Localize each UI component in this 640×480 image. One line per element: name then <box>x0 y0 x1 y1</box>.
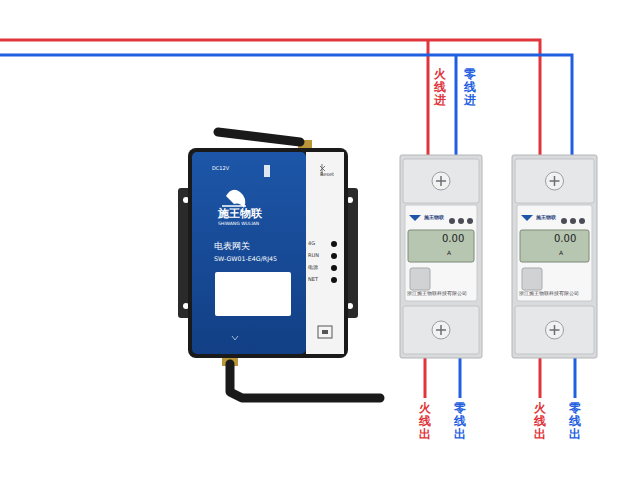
top-terminal <box>515 159 594 203</box>
meter-body <box>512 155 597 358</box>
device-text: 施王物联 <box>536 215 556 221</box>
screw-slot <box>550 325 560 335</box>
device-text: 施王物联 <box>424 215 444 221</box>
wire-label: 火线出 <box>419 402 431 442</box>
live-wire <box>0 40 540 158</box>
meter-button <box>449 218 455 224</box>
terminal-screw <box>432 172 450 190</box>
wire-label: 火线进 <box>434 68 446 108</box>
device-text: 0.00 <box>554 233 576 244</box>
top-terminal <box>403 159 479 203</box>
device-text: A <box>447 250 451 257</box>
brand-logo <box>409 215 421 221</box>
device-text: 电表网关 <box>214 242 250 252</box>
side-panel <box>306 152 344 354</box>
wire-label: 零线出 <box>454 402 466 442</box>
device-text: 浙江施王物联科技有限公司 <box>407 291 467 297</box>
led-window <box>410 268 430 290</box>
wire-label: 零线出 <box>569 402 581 442</box>
energy-meter: 施王物联 0.00A 浙江施王物联科技有限公司 <box>400 155 482 358</box>
device-text: Reset <box>320 172 334 178</box>
device-text: DC12V <box>212 166 229 172</box>
device-text: 施王物联 <box>218 208 262 220</box>
device-text: RUN <box>308 253 319 259</box>
neutral-wire <box>455 55 458 158</box>
device-text: SW-GW01-E4G/RJ45 <box>214 256 277 263</box>
bottom-terminal <box>515 306 594 354</box>
wire-label: 火线出 <box>534 402 546 442</box>
meter-illustration <box>400 155 482 358</box>
front-panel <box>517 205 592 301</box>
front-panel <box>192 152 306 354</box>
screw-slot <box>436 325 446 335</box>
device-text: 0.00 <box>442 233 464 244</box>
device-text: A <box>559 250 563 257</box>
live-wire <box>539 355 542 398</box>
meter-button <box>458 218 464 224</box>
antenna-rod <box>218 132 300 142</box>
neutral-wire <box>0 55 572 158</box>
energy-meter: 施王物联 0.00A 浙江施王物联科技有限公司 <box>512 155 597 358</box>
mark <box>232 336 238 340</box>
logo-line <box>222 205 246 207</box>
rj45-pins <box>322 330 328 334</box>
label-plate <box>215 272 291 316</box>
screw-slot <box>550 176 560 186</box>
switch <box>264 165 270 177</box>
rj45-port <box>318 326 332 338</box>
live-wire <box>427 40 430 158</box>
meter-button <box>579 218 585 224</box>
meter-button <box>561 218 567 224</box>
terminal-screw <box>432 321 450 339</box>
neutral-wire <box>459 355 462 398</box>
meter-body <box>400 155 482 358</box>
housing-frame <box>188 148 348 358</box>
gateway-device: DC12V 施王物联 SHIWANG WULIAN 电表网关 SW-GW01-E4G/R… <box>190 150 345 355</box>
device-text: 浙江施王物联科技有限公司 <box>519 291 579 297</box>
wires <box>0 40 575 398</box>
front-panel <box>405 205 477 301</box>
antenna-rod <box>230 364 380 398</box>
status-leds <box>331 241 337 283</box>
device-text: NET <box>308 277 318 283</box>
meter-button <box>467 218 473 224</box>
gateway-housing <box>178 148 358 358</box>
terminal-screw <box>546 321 564 339</box>
meters <box>400 155 597 358</box>
terminal-screw <box>546 172 564 190</box>
neutral-wire <box>574 355 577 398</box>
bottom-terminal <box>403 306 479 354</box>
wire-label: 零线进 <box>464 68 476 108</box>
led-window <box>522 268 542 290</box>
brand-logo <box>521 215 533 221</box>
live-wire <box>424 355 427 398</box>
lcd-display <box>408 230 474 262</box>
meter-button <box>570 218 576 224</box>
device-text: SHIWANG WULIAN <box>218 222 259 227</box>
device-text: 电源 <box>308 265 318 271</box>
device-text: 4G <box>308 241 315 247</box>
screw-slot <box>436 176 446 186</box>
meter-illustration <box>512 155 597 358</box>
lcd-display <box>520 230 589 262</box>
